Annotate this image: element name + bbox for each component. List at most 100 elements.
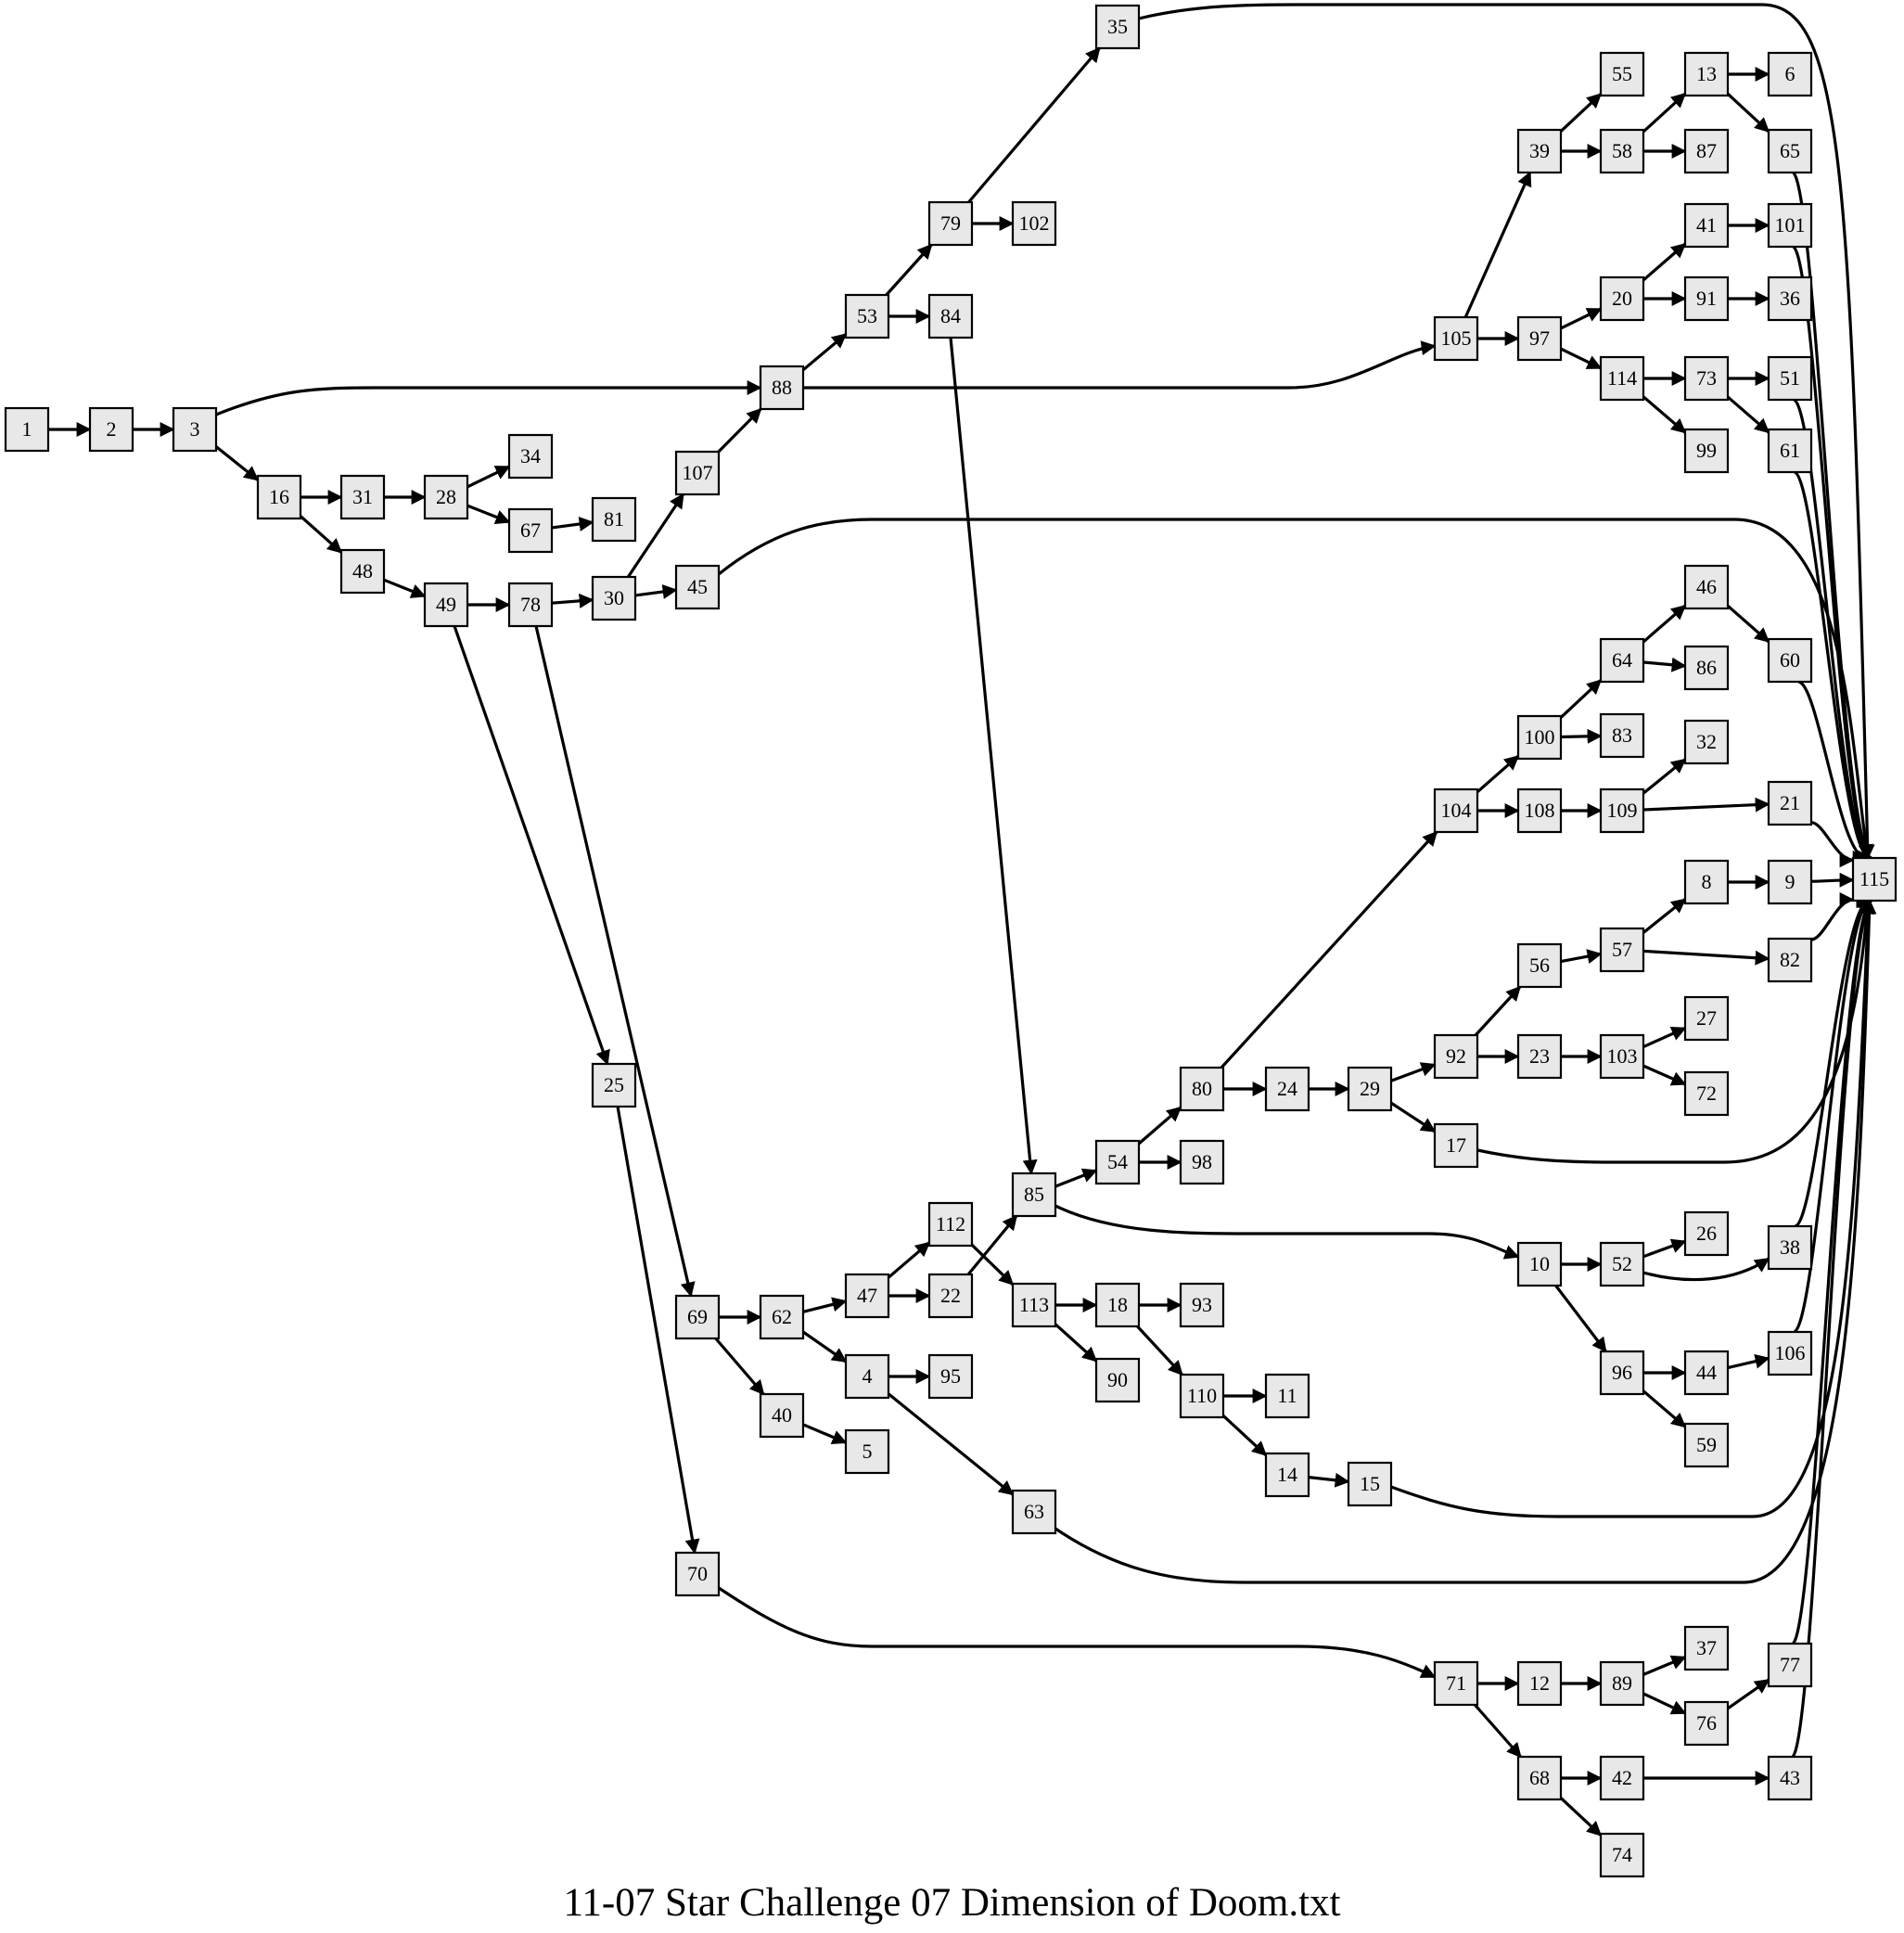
edge-107-88: [717, 407, 762, 454]
node-31: 31: [339, 474, 386, 520]
node-96: 96: [1599, 1350, 1645, 1396]
node-box: [423, 474, 469, 520]
node-box: [591, 1062, 637, 1108]
node-41: 41: [1683, 202, 1730, 249]
node-label: 18: [1107, 1293, 1128, 1316]
node-box: [1433, 1660, 1479, 1707]
edge-44-106: [1727, 1353, 1770, 1370]
node-label: 107: [683, 461, 713, 484]
node-box: [507, 507, 554, 554]
node-label: 35: [1107, 15, 1128, 38]
node-box: [1767, 780, 1813, 826]
edge-103-72: [1642, 1064, 1687, 1086]
node-39: 39: [1516, 128, 1563, 174]
node-91: 91: [1683, 275, 1730, 322]
node-label: 108: [1525, 799, 1555, 822]
node-label: 26: [1696, 1222, 1717, 1245]
node-77: 77: [1767, 1642, 1813, 1688]
node-8: 8: [1683, 859, 1730, 905]
node-box: [1599, 1755, 1645, 1801]
node-106: 106: [1767, 1330, 1813, 1376]
node-17: 17: [1433, 1122, 1479, 1169]
node-67: 67: [507, 507, 554, 554]
node-label: 8: [1702, 870, 1712, 893]
node-label: 72: [1696, 1082, 1717, 1105]
node-1: 1: [4, 406, 50, 453]
edge-96-59: [1642, 1389, 1687, 1428]
node-27: 27: [1683, 995, 1730, 1042]
node-label: 113: [1019, 1293, 1049, 1316]
node-box: [1767, 1330, 1813, 1376]
edge-4-63: [887, 1392, 1015, 1496]
node-label: 13: [1696, 62, 1717, 85]
edge-64-46: [1642, 604, 1687, 644]
edge-48-49: [383, 578, 427, 598]
edge-114-99: [1642, 395, 1687, 434]
edge-69-40: [714, 1337, 765, 1396]
node-label: 37: [1696, 1636, 1717, 1659]
node-label: 23: [1529, 1044, 1550, 1068]
node-76: 76: [1683, 1700, 1730, 1747]
node-label: 48: [352, 559, 373, 582]
edge-3-88: [215, 380, 762, 416]
node-box: [844, 1428, 890, 1475]
edge-62-47: [802, 1297, 848, 1313]
node-label: 46: [1696, 575, 1717, 598]
edge-79-35: [967, 46, 1101, 204]
node-box: [1683, 275, 1730, 322]
node-35: 35: [1094, 4, 1141, 50]
node-box: [844, 293, 890, 339]
node-label: 6: [1785, 62, 1795, 85]
node-85: 85: [1011, 1171, 1057, 1218]
node-label: 84: [940, 304, 961, 327]
edge-61-115: [1793, 470, 1872, 865]
node-box: [759, 1294, 805, 1340]
node-label: 4: [863, 1364, 873, 1388]
node-box: [1011, 1282, 1057, 1328]
node-label: 101: [1775, 213, 1806, 237]
node-44: 44: [1683, 1350, 1730, 1396]
node-label: 28: [436, 485, 456, 508]
node-box: [1683, 1070, 1730, 1117]
node-label: 54: [1107, 1150, 1128, 1173]
node-box: [1516, 315, 1563, 362]
node-label: 104: [1441, 799, 1472, 822]
node-label: 83: [1612, 723, 1632, 747]
edge-9-115: [1810, 872, 1855, 888]
node-box: [1683, 995, 1730, 1042]
node-label: 79: [940, 211, 961, 235]
node-107: 107: [674, 450, 721, 496]
node-43: 43: [1767, 1755, 1813, 1801]
node-box: [1767, 637, 1813, 684]
edge-88-105: [803, 340, 1437, 390]
node-113: 113: [1011, 1282, 1057, 1328]
node-72: 72: [1683, 1070, 1730, 1117]
node-box: [1767, 51, 1813, 97]
edge-113-90: [1054, 1323, 1098, 1363]
node-22: 22: [927, 1273, 974, 1319]
node-box: [1767, 1755, 1813, 1801]
node-36: 36: [1767, 275, 1813, 322]
node-box: [1851, 856, 1898, 902]
node-box: [1683, 428, 1730, 474]
node-label: 64: [1612, 648, 1632, 672]
node-label: 32: [1696, 730, 1717, 753]
node-73: 73: [1683, 355, 1730, 402]
node-label: 47: [857, 1284, 877, 1307]
node-box: [1767, 1224, 1813, 1271]
node-label: 57: [1612, 938, 1632, 961]
edge-29-92: [1390, 1062, 1437, 1082]
node-box: [1516, 787, 1563, 834]
edge-92-56: [1474, 985, 1522, 1037]
node-label: 25: [604, 1073, 624, 1096]
node-label: 69: [687, 1305, 708, 1328]
edge-105-39: [1463, 171, 1532, 318]
node-box: [256, 474, 302, 520]
node-box: [4, 406, 50, 453]
node-box: [1011, 200, 1057, 247]
node-label: 3: [190, 417, 200, 441]
node-label: 102: [1019, 211, 1050, 235]
node-box: [759, 1392, 805, 1439]
node-label: 63: [1024, 1500, 1044, 1523]
node-box: [1599, 1350, 1645, 1396]
